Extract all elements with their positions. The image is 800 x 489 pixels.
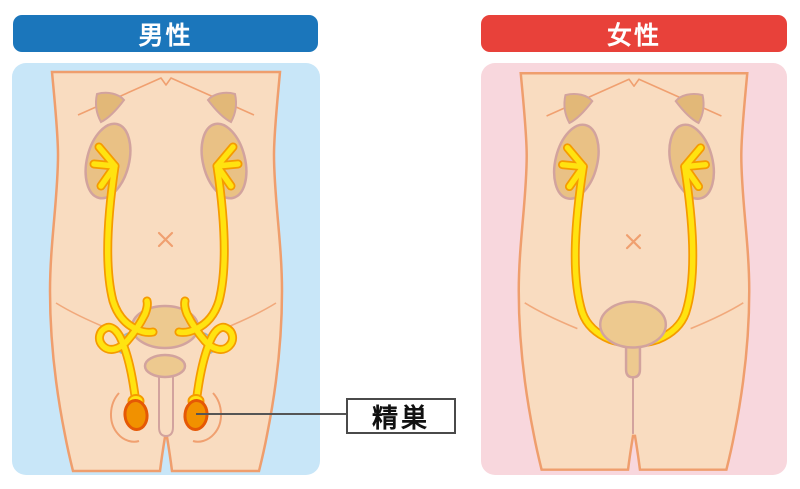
- penis-outline: [158, 360, 174, 438]
- male-header: 男性: [13, 15, 318, 52]
- male-urinary-illustration: [48, 70, 284, 473]
- navel-mark: [157, 231, 174, 248]
- hip-crease-line: [524, 302, 578, 330]
- left-testicle-group: [123, 394, 149, 431]
- navel-mark: [625, 234, 642, 250]
- renal-pelvis: [91, 144, 118, 189]
- adrenal-gland: [563, 92, 594, 125]
- rib-line: [77, 77, 255, 116]
- rib-line: [546, 78, 722, 117]
- male-panel: [12, 63, 320, 475]
- adrenal-gland: [95, 91, 126, 124]
- bladder: [598, 300, 668, 349]
- renal-pelvis: [559, 145, 587, 190]
- testis-label-box: 精巣: [346, 398, 456, 434]
- female-panel: [481, 63, 787, 475]
- left-duct-group: [89, 142, 158, 409]
- scrotum-outline: [110, 392, 140, 443]
- ureter: [105, 163, 156, 336]
- female-urinary-illustration: [517, 72, 751, 471]
- testis: [123, 399, 149, 431]
- leader-line: [196, 413, 346, 415]
- female-header: 女性: [481, 15, 787, 52]
- vas-deferens: [96, 298, 151, 407]
- prostate: [143, 353, 187, 379]
